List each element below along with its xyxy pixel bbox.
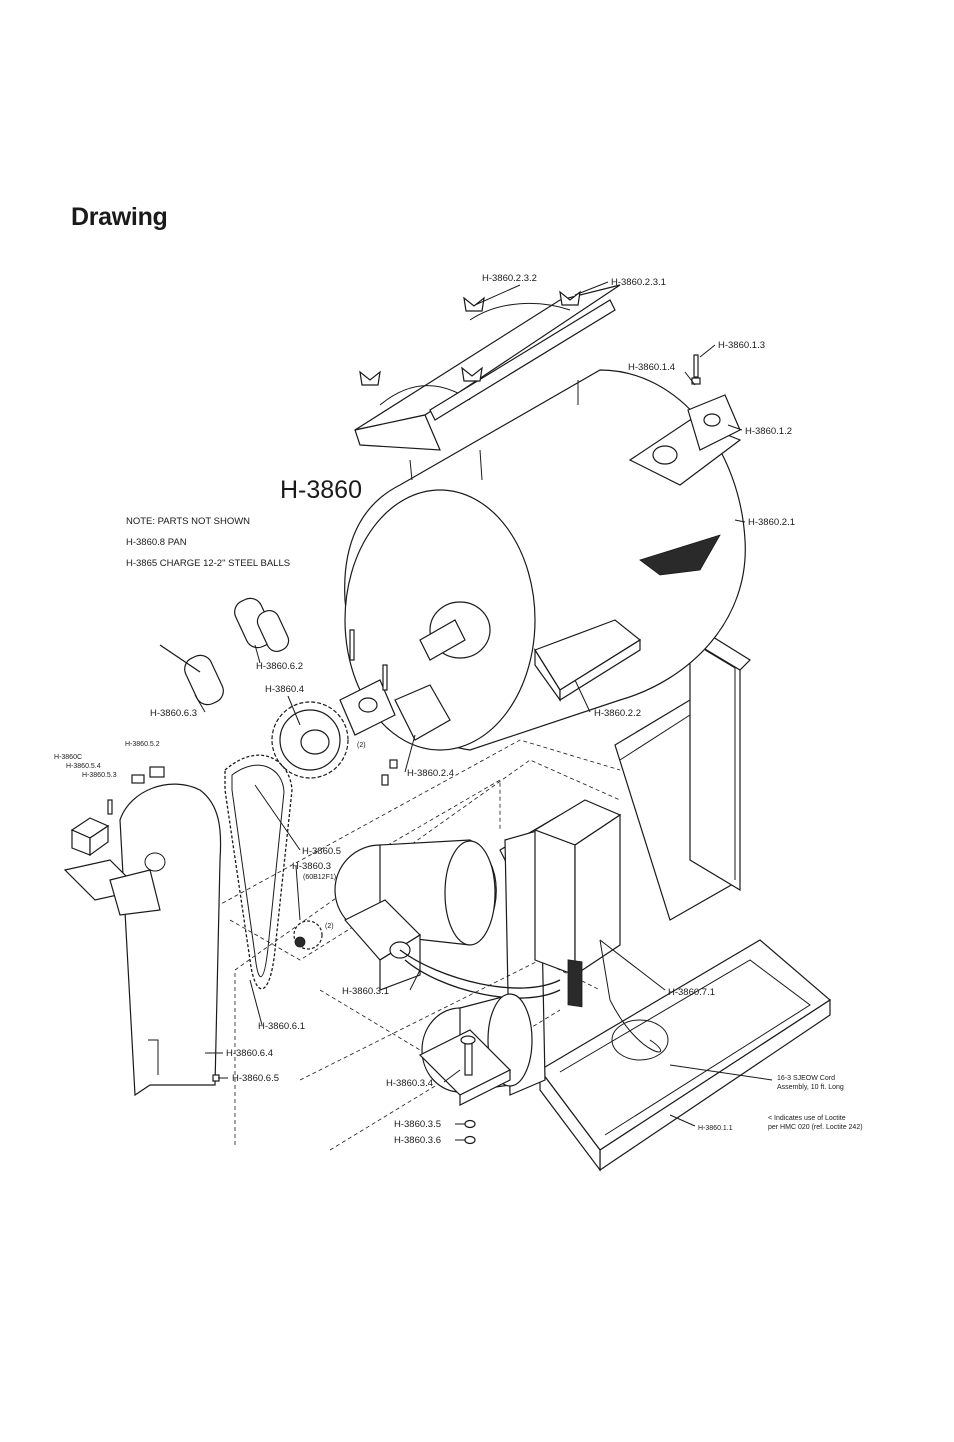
callout-label: H-3860.1.2 (745, 426, 792, 437)
chain-link (159, 597, 290, 706)
callout-label: H-3860.2.3.2 (482, 273, 537, 284)
callout-label: H-3860.2.3.1 (611, 277, 666, 288)
model-label: H-3860 (280, 476, 362, 504)
callout-label: H-3860.1.1 (698, 1125, 733, 1132)
leader-lines (194, 281, 773, 1141)
callout-label: H-3860.7.1 (668, 987, 715, 998)
note-line: NOTE: PARTS NOT SHOWN (126, 516, 250, 527)
loctite-note: < Indicates use of Loctite (768, 1115, 846, 1122)
note-line: H-3860.8 PAN (126, 537, 187, 548)
callout-label: H-3860.1.4 (628, 362, 675, 373)
chain (224, 754, 293, 990)
motor (334, 839, 561, 999)
lid (354, 284, 621, 481)
callout-label: (60B12F1) (303, 874, 336, 881)
callout-label: H-3860.2.4 (407, 768, 454, 779)
callout-label: H-3860.5.4 (66, 763, 101, 770)
page-title: Drawing (71, 203, 168, 231)
nut-icon (464, 1119, 476, 1145)
cord-note: 16-3 SJEOW Cord (777, 1075, 835, 1082)
drive-sprocket (293, 920, 323, 950)
callout-label: H-3860.4 (265, 684, 304, 695)
callout-label: H-3860.6.4 (226, 1048, 273, 1059)
callout-label: H-3860.2.1 (748, 517, 795, 528)
callout-label: H-3860.5.2 (125, 741, 160, 748)
callout-label: H-3860.6.3 (150, 708, 197, 719)
callout-label: H-3860.2.2 (594, 708, 641, 719)
loctite-note: per HMC 020 (ref. Loctite 242) (768, 1124, 863, 1131)
callout-label: H-3860.6.5 (232, 1073, 279, 1084)
callout-label: H-3860.3.4 (386, 1078, 433, 1089)
callout-label: H-3860C (54, 754, 82, 761)
switch-box (533, 799, 669, 1061)
callout-label: H-3860.3.6 (394, 1135, 441, 1146)
cord-note: Assembly, 10 ft. Long (777, 1084, 844, 1091)
callout-label: H-3860.5 (302, 846, 341, 857)
callout-label: H-3860.5.3 (82, 772, 117, 779)
callout-label: (2) (357, 742, 366, 749)
sprocket (271, 701, 349, 779)
gear-reducer (418, 993, 533, 1106)
left-bearing (339, 629, 451, 786)
control-box (63, 766, 165, 916)
callout-label: H-3860.3.1 (342, 986, 389, 997)
callout-label: H-3860.3 (292, 861, 331, 872)
note-line: H-3865 CHARGE 12-2" STEEL BALLS (126, 558, 290, 569)
chain-guard (119, 783, 222, 1097)
callout-label: H-3860.6.1 (258, 1021, 305, 1032)
bearing-block (628, 354, 742, 486)
callout-label: H-3860.1.3 (718, 340, 765, 351)
callout-label: H-3860.3.5 (394, 1119, 441, 1130)
callout-label: H-3860.6.2 (256, 661, 303, 672)
callout-label: (2) (325, 923, 334, 930)
wing-nut-icon (359, 290, 581, 386)
